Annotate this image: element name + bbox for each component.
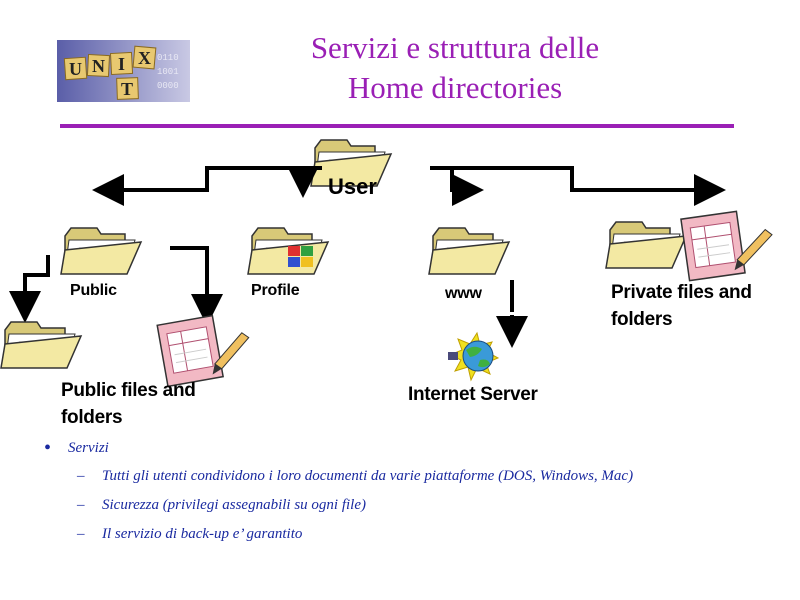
public-files-folder-icon (0, 321, 82, 369)
private-document-icon (680, 206, 778, 282)
dash-icon: – (77, 526, 85, 542)
sub-bullet-text: Sicurezza (privilegi assegnabili su ogni… (102, 497, 367, 513)
logo-letter-n: N (92, 56, 105, 76)
logo-letter-i: I (118, 54, 125, 74)
sub-bullet: – Tutti gli utenti condividono i loro do… (44, 468, 784, 497)
public-document-icon (156, 309, 256, 388)
logo-letter-t: T (121, 79, 133, 99)
slide-title-line-2: Home directories (347, 70, 563, 105)
bullet-dot-icon: • (44, 437, 52, 459)
slide-title: Servizi e struttura delle Home directori… (200, 28, 710, 108)
logo-letter-u: U (69, 59, 82, 79)
private-files-label: Private files and folders (611, 282, 752, 330)
private-folder-icon (605, 221, 687, 269)
sub-bullet-text: Tutti gli utenti condividono i loro docu… (102, 468, 634, 484)
unix-logo: 0110 1001 0000 U N I X T (57, 40, 190, 102)
public-folder-icon (60, 227, 142, 275)
www-folder-icon (428, 227, 510, 275)
svg-text:1001: 1001 (157, 67, 179, 77)
internet-globe-icon (448, 331, 500, 382)
public-files-label: Public files and folders (61, 380, 196, 428)
connector-public-files (9, 255, 50, 323)
windows-logo-icon (288, 246, 313, 267)
title-divider (60, 124, 734, 128)
sub-bullet: – Il servizio di back-up e’ garantito (44, 526, 784, 555)
public-label: Public (70, 282, 117, 299)
internet-server-label: Internet Server (408, 384, 538, 405)
bullet-main-text: Servizi (68, 440, 109, 456)
logo-letter-x: X (138, 48, 151, 68)
dash-icon: – (77, 497, 85, 513)
sub-bullet-text: Il servizio di back-up e’ garantito (102, 526, 303, 542)
user-label: User (328, 174, 377, 199)
connector-user-private (430, 166, 726, 206)
sub-bullet: – Sicurezza (privilegi assegnabili su og… (44, 497, 784, 526)
home-directory-diagram (0, 139, 778, 388)
slide-title-line-1: Servizi e struttura delle (310, 30, 600, 65)
bullet-list: • Servizi – Tutti gli utenti condividono… (44, 437, 784, 555)
connector-public-document (170, 246, 223, 326)
dash-icon: – (77, 468, 85, 484)
svg-text:0000: 0000 (157, 81, 179, 91)
connector-user-profile (287, 166, 322, 198)
bullet-main: • Servizi (44, 437, 784, 468)
svg-text:0110: 0110 (157, 53, 179, 63)
connector-user-www (430, 166, 484, 206)
connector-user-public (92, 166, 315, 206)
profile-label: Profile (251, 282, 300, 299)
www-label: www (445, 285, 482, 302)
